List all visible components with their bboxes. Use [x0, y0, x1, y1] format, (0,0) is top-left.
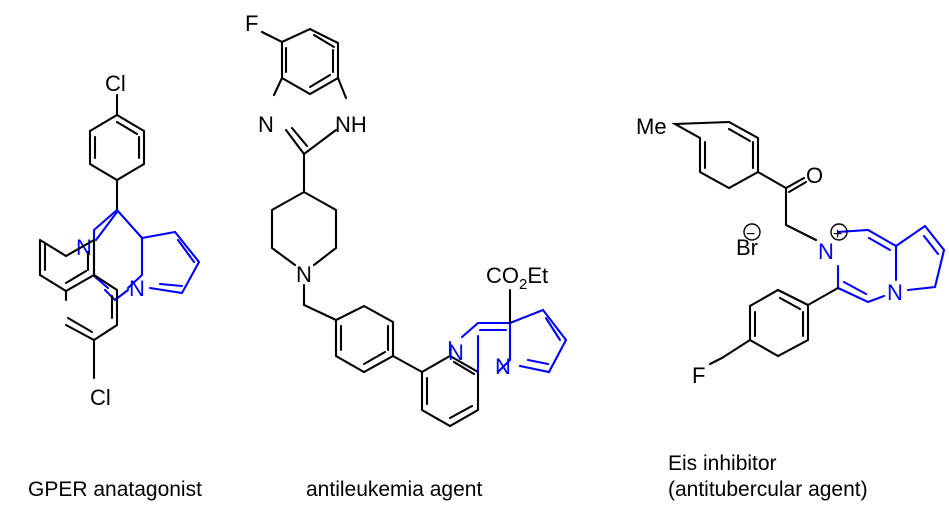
caption-antileukemia: antileukemia agent: [306, 478, 482, 501]
methyl-label: Me: [636, 114, 667, 139]
oxygen-label: O: [806, 163, 823, 188]
fluorine-label: F: [245, 11, 258, 36]
n-plus-label: N: [818, 239, 834, 264]
plus-sign: +: [833, 226, 842, 243]
phenylene-linker: [334, 304, 424, 374]
bridge-nitrogen-label: N: [129, 276, 145, 301]
bromide-label: Br: [736, 235, 758, 260]
imidazole-nitrogen-label: N: [258, 112, 274, 137]
fluorine-label-3: F: [692, 363, 705, 388]
minus-sign: −: [746, 226, 755, 243]
nh-label: NH: [335, 112, 367, 137]
molecule-eis-inhibitor: Me O Br − N + N F Eis inhibitor (antitub…: [636, 114, 946, 501]
ring-nitrogen-label: N: [76, 235, 92, 260]
caption-eis-line1: Eis inhibitor: [668, 452, 777, 475]
ring-nitrogen-label-2: N: [448, 340, 464, 365]
chlorophenyl-ring: [88, 93, 146, 212]
fluorophenyl-ring: [708, 286, 840, 366]
pyrazine-pyrrole-core-2: [448, 308, 568, 374]
chlorine-top-label: Cl: [105, 71, 126, 96]
pyrazinium-pyrrole-core: [836, 224, 946, 304]
plus-charge-icon: [830, 223, 848, 241]
piperidine-nitrogen-label: N: [296, 262, 312, 287]
pyrazine-pyrrole-core: [92, 208, 201, 302]
ester-label: CO2Et: [486, 263, 548, 293]
benzimidazole: [260, 27, 348, 156]
molecule-gper-antagonist: Cl N N Cl GPER anatagonist: [28, 71, 202, 501]
bridge-nitrogen-label-2: N: [495, 354, 511, 379]
piperidine: [270, 152, 338, 322]
bridge-nitrogen-label-3: N: [887, 280, 903, 305]
chlorobenzo-ring: [38, 238, 119, 380]
minus-charge-icon: [743, 223, 761, 241]
tolyl-ring: [671, 120, 818, 242]
molecule-antileukemia-agent: F N NH N N N CO2Et antileuk: [245, 11, 568, 501]
benzo-ring-2: [420, 354, 480, 428]
caption-eis-line2: (antitubercular agent): [668, 478, 868, 501]
caption-gper: GPER anatagonist: [28, 478, 202, 501]
chlorine-bottom-label: Cl: [90, 385, 111, 410]
